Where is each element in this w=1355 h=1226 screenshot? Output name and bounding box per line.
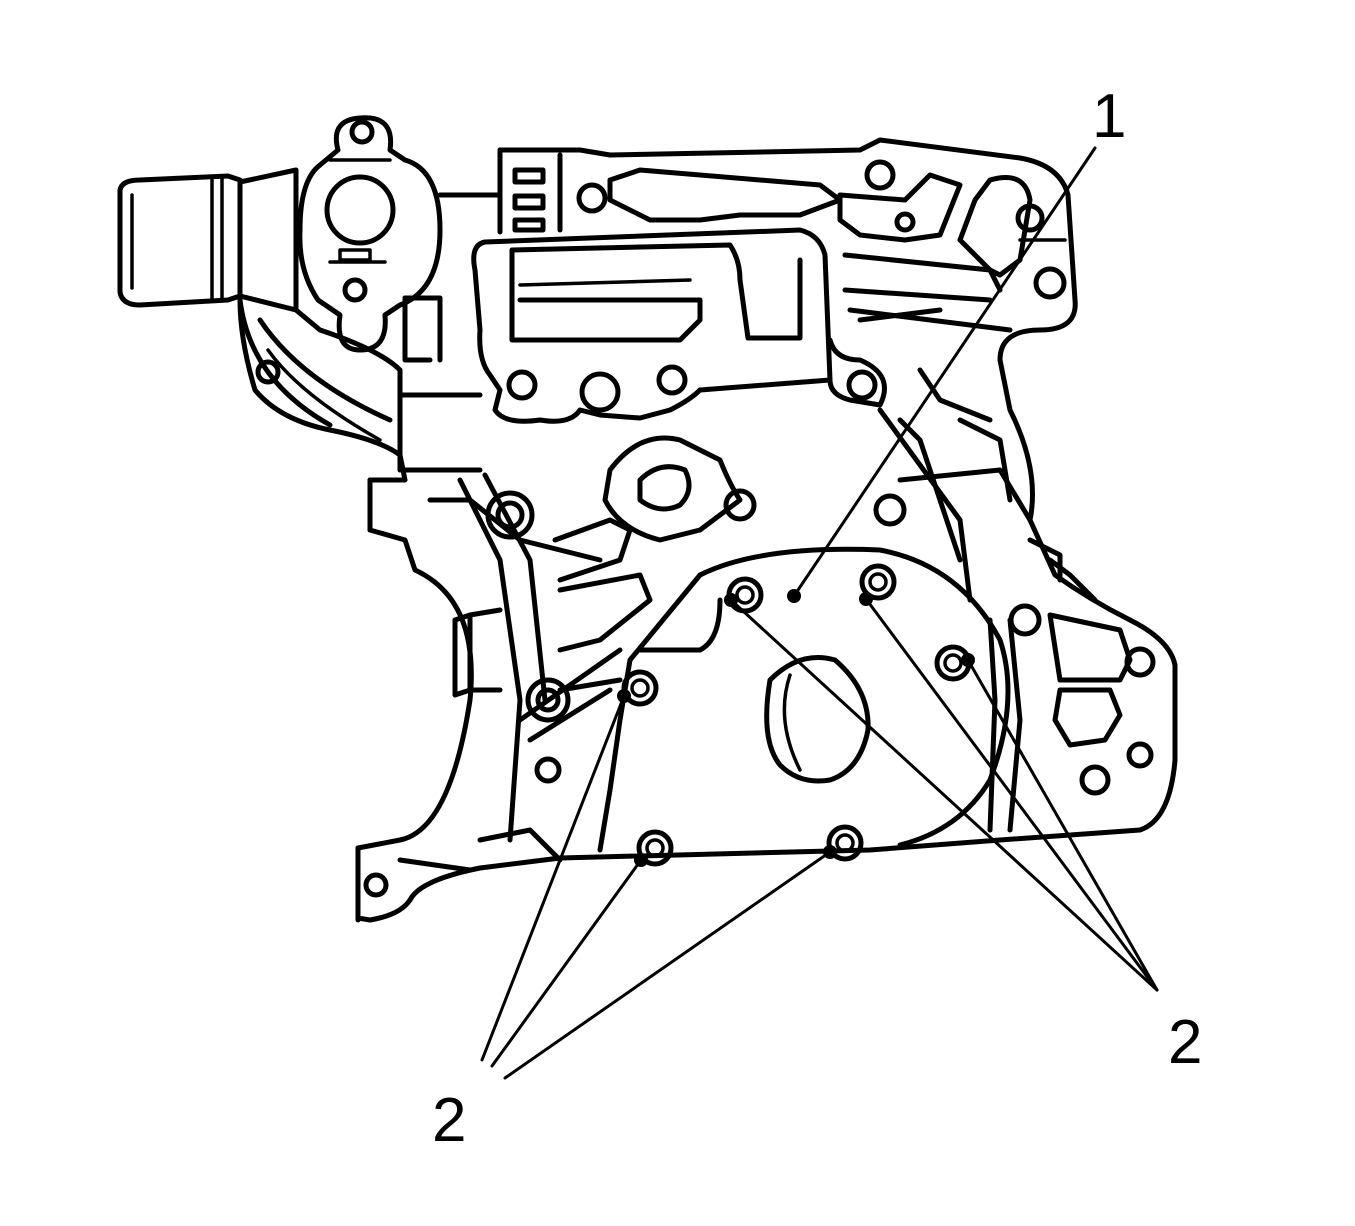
leader-line-2b	[966, 658, 1159, 992]
housing-ribs	[397, 367, 1033, 873]
water-passage	[237, 295, 483, 473]
pump-housing	[557, 546, 1011, 853]
front-cover-housing	[237, 137, 1178, 923]
leader-line-2a	[490, 858, 643, 1068]
leader-line-2b	[729, 598, 1159, 992]
callout-2-label-right: 2	[1168, 1008, 1203, 1077]
leader-line-2a	[480, 694, 626, 1062]
lower-left-outlet	[355, 477, 503, 923]
bolt	[859, 563, 897, 606]
leader-line-1	[792, 146, 1097, 598]
callout-2-label-left: 2	[432, 1086, 467, 1155]
leader-line-2b	[864, 597, 1159, 992]
oil-pump-mounting-plate	[471, 227, 1013, 424]
callout-1-label: 1	[1092, 82, 1127, 151]
thermostat-flange	[297, 115, 503, 353]
leader-line-2a	[503, 850, 832, 1080]
dipstick-boss	[602, 435, 743, 543]
coolant-outlet-pipe	[117, 167, 299, 313]
leader-lines	[480, 146, 1159, 1080]
right-mounting-flange	[1008, 537, 1156, 796]
bolt	[724, 576, 764, 614]
